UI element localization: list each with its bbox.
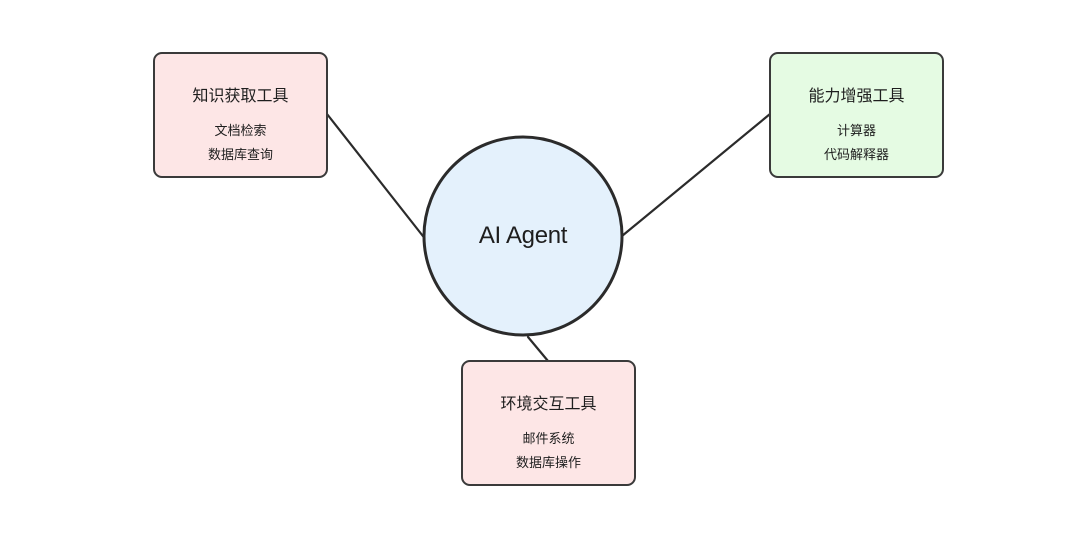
tool-box-capability: 能力增强工具 计算器 代码解释器 [769, 52, 944, 178]
tool-item: 邮件系统 [522, 432, 575, 447]
connector-capability [620, 112, 772, 238]
tool-box-knowledge: 知识获取工具 文档检索 数据库查询 [153, 52, 328, 178]
tool-item: 代码解释器 [823, 148, 889, 163]
tool-item: 文档检索 [214, 124, 267, 139]
connector-environment [526, 335, 550, 363]
tool-box-environment: 环境交互工具 邮件系统 数据库操作 [461, 360, 636, 486]
agent-node-label: AI Agent [478, 222, 568, 249]
tool-box-title: 环境交互工具 [500, 394, 597, 413]
tool-box-title: 能力增强工具 [808, 86, 905, 105]
agent-node-circle [422, 135, 624, 337]
tool-item: 数据库查询 [207, 148, 273, 163]
connector-knowledge [325, 112, 428, 242]
tool-item: 数据库操作 [515, 456, 581, 471]
tool-item: 计算器 [836, 124, 876, 139]
tool-box-title: 知识获取工具 [192, 86, 289, 105]
